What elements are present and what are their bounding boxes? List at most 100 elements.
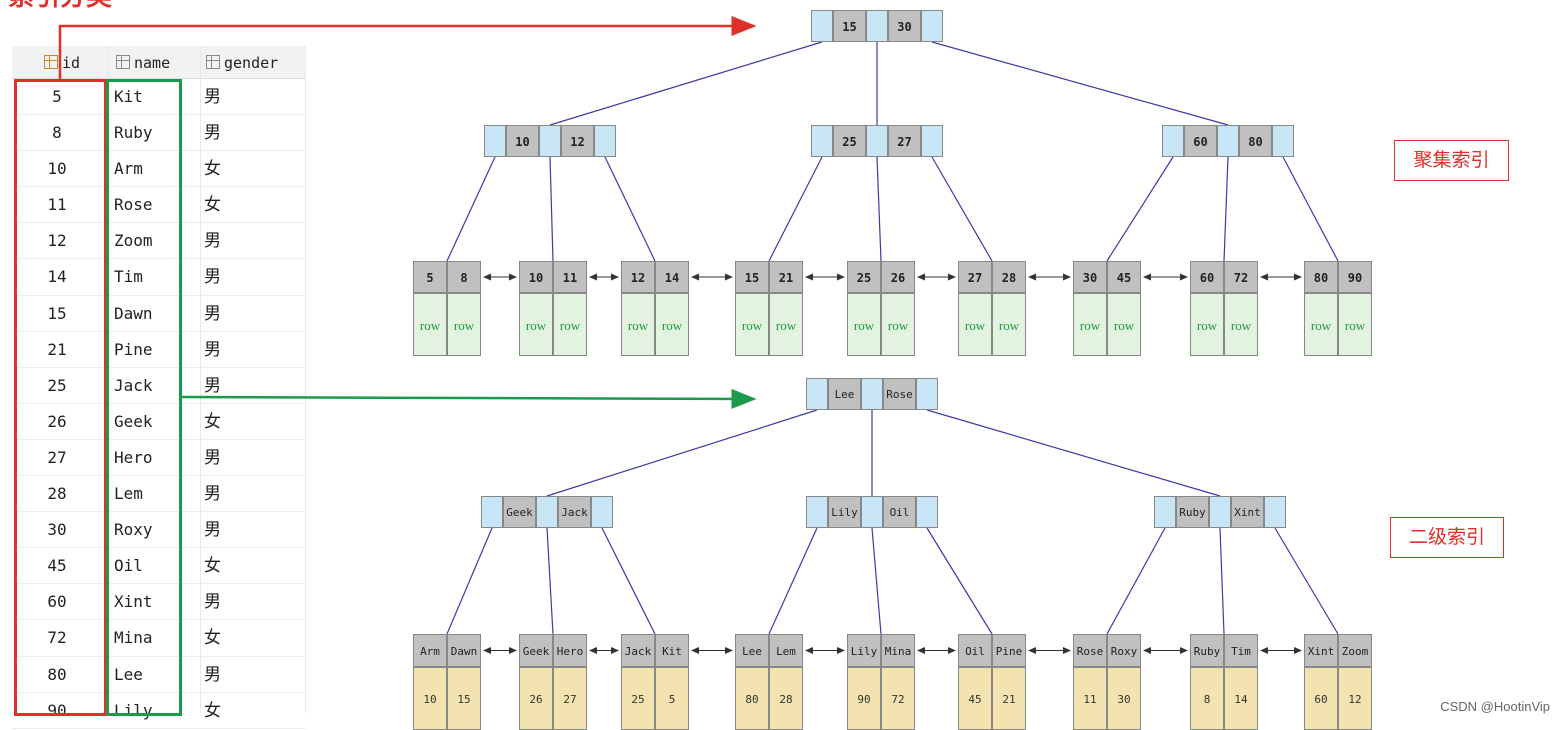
pointer-slot [1264,496,1286,528]
tree-edge [931,41,1229,126]
column-divider [305,46,306,713]
table-row[interactable]: 27 Hero 男 [12,440,306,477]
leaf-value: 5 [655,667,689,730]
node-key: 27 [888,125,921,157]
node-key: Rose [883,378,916,410]
pointer-slot [591,496,613,528]
cell-id: 15 [47,303,67,323]
column-icon [206,55,220,69]
tree-edge [1223,156,1229,262]
leaf-value: 10 [413,667,447,730]
leaf-value: row [1073,293,1107,356]
leaf-key: 60 [1190,261,1224,293]
node-key: Lily [828,496,861,528]
cell-gender: 男 [204,339,221,360]
leaf-value: row [958,293,992,356]
cell-id: 45 [47,556,67,576]
leaf-key: Xint [1304,634,1338,667]
pointer-slot [484,125,506,157]
leaf-key: Pine [992,634,1026,667]
leaf-key: Lem [769,634,803,667]
column-header-id[interactable]: id [44,46,80,78]
tree-edge [926,527,993,635]
cell-name: Zoom [114,231,153,251]
column-header-gender[interactable]: gender [206,46,278,78]
pointer-slot [866,125,888,157]
node-key: 10 [506,125,539,157]
cell-id: 60 [47,592,67,612]
leaf-key: Jack [621,634,655,667]
cell-id: 10 [47,159,67,179]
pointer-slot [861,378,883,410]
tree-edge [601,527,656,635]
cell-name: Kit [114,87,143,106]
cell-gender: 男 [204,447,221,468]
leaf-key: 28 [992,261,1026,293]
column-header-name-label: name [134,54,171,72]
cell-gender: 男 [204,484,221,505]
leaf-value: row [1190,293,1224,356]
cell-name: Dawn [114,303,153,323]
leaf-value: 80 [735,667,769,730]
cell-name: Hero [114,447,153,467]
tree-edge [446,156,496,262]
leaf-value: 28 [769,667,803,730]
leaf-key: 14 [655,261,689,293]
page-title: 索引分类 [8,0,112,10]
cell-id: 27 [47,447,67,467]
pointer-slot [861,496,883,528]
cell-gender: 男 [204,375,221,396]
cell-gender: 男 [204,520,221,541]
leaf-value: row [1224,293,1258,356]
pointer-slot [916,378,938,410]
cell-name: Geek [114,411,153,431]
tree-edge [931,156,993,262]
cell-id: 28 [47,484,67,504]
pointer-slot [921,10,943,42]
cell-id: 80 [47,664,67,684]
leaf-value: row [447,293,481,356]
leaf-value: row [553,293,587,356]
cell-gender: 男 [204,664,221,685]
id-column-highlight [14,79,107,716]
leaf-value: 30 [1107,667,1141,730]
cell-gender: 男 [204,123,221,144]
tree-edge [1106,156,1174,262]
leaf-key: 90 [1338,261,1372,293]
leaf-key: Tim [1224,634,1258,667]
leaf-value: row [1107,293,1141,356]
tree-edge [876,156,882,262]
leaf-key: Roxy [1107,634,1141,667]
cell-name: Arm [114,159,143,179]
leaf-key: 8 [447,261,481,293]
cell-name: Rose [114,195,153,215]
cell-name: Roxy [114,520,153,540]
column-divider [200,46,201,713]
leaf-key: Lily [847,634,881,667]
column-header-name[interactable]: name [116,46,170,78]
leaf-key: 25 [847,261,881,293]
node-key: Oil [883,496,916,528]
leaf-value: 45 [958,667,992,730]
column-icon [116,55,130,69]
node-key: Ruby [1176,496,1209,528]
leaf-value: 8 [1190,667,1224,730]
cell-id: 8 [52,123,62,143]
cell-id: 25 [47,375,67,395]
